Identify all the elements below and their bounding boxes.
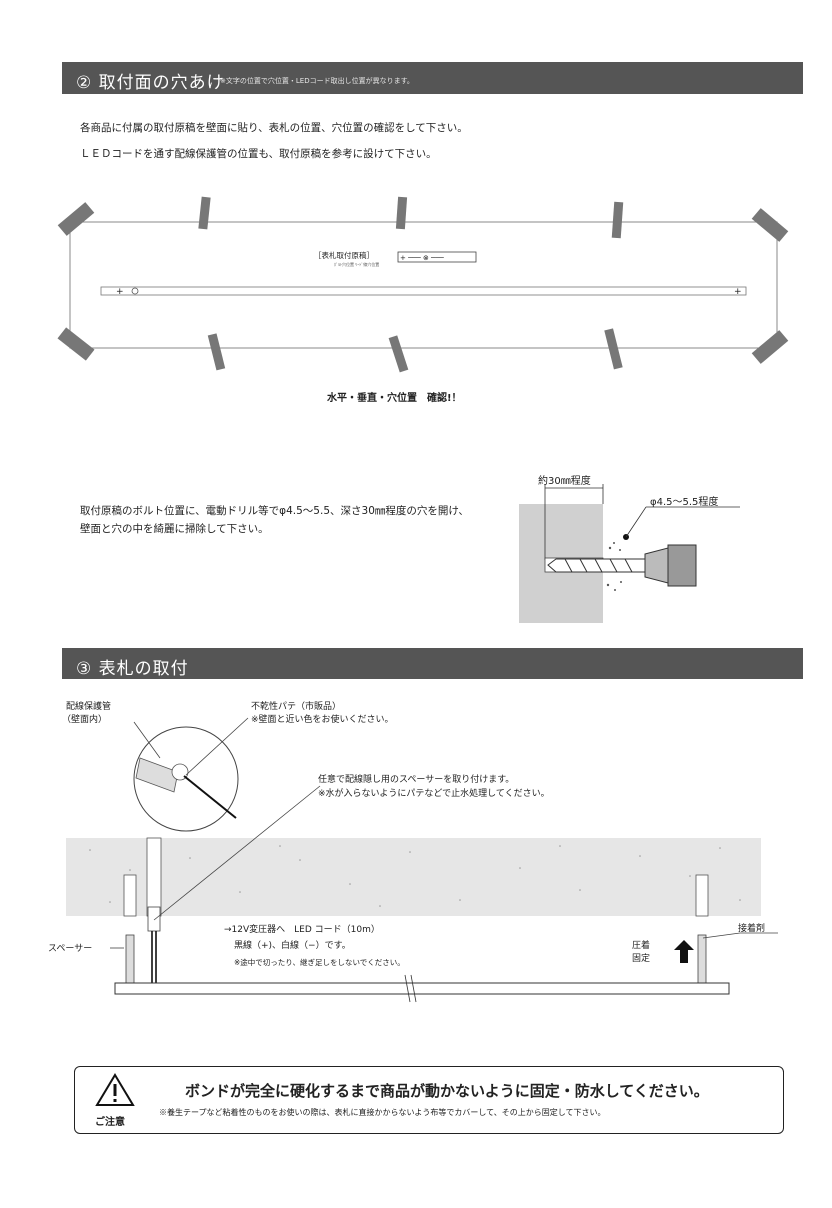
depth-label: 約30㎜程度 bbox=[538, 476, 591, 487]
cord-label-1: →12V変圧器へ LED コード（10m） bbox=[224, 925, 380, 935]
caution-detail: ※養生テープなど粘着性のものをお使いの際は、表札に直接かからないよう布等でカバー… bbox=[159, 1108, 606, 1117]
putty-label-2: ※壁面と近い色をお使いください。 bbox=[251, 715, 394, 725]
svg-text:+: + bbox=[116, 287, 124, 297]
warning-icon bbox=[95, 1073, 135, 1106]
section2-note: ※文字の位置で穴位置・LEDコード取出し位置が異なります。 bbox=[220, 77, 414, 85]
drill-line-2: 壁面と穴の中を綺麗に掃除して下さい。 bbox=[80, 523, 269, 535]
section2-header: ② 取付面の穴あけ ※文字の位置で穴位置・LEDコード取出し位置が異なります。 bbox=[62, 62, 803, 94]
instruction-line-2: ＬＥＤコードを通す配線保護管の位置も、取付原稿を参考に設けて下さい。 bbox=[80, 148, 437, 160]
svg-text:+ ─── ⊗ ───: + ─── ⊗ ─── bbox=[400, 254, 444, 262]
cord-label-3: ※途中で切ったり、継ぎ足しをしないでください。 bbox=[234, 958, 405, 967]
template-sub: ﾎﾞﾙﾄ穴位置 ﾘｰﾄﾞ線穴位置 bbox=[334, 262, 380, 267]
caution-box: ご注意 ボンドが完全に硬化するまで商品が動かないように固定・防水してください。 … bbox=[74, 1066, 784, 1134]
section2-title: ② 取付面の穴あけ bbox=[76, 73, 225, 93]
press-label-2: 固定 bbox=[632, 954, 651, 964]
spacer-note-1: 任意で配線隠し用のスペーサーを取り付けます。 bbox=[318, 775, 515, 785]
adhesive-label: 接着剤 bbox=[738, 924, 766, 934]
spacer-note-2: ※水が入らないようにパテなどで止水処理してください。 bbox=[318, 789, 550, 799]
putty-label-1: 不乾性パテ（市販品） bbox=[251, 702, 342, 712]
caution-headline: ボンドが完全に硬化するまで商品が動かないように固定・防水してください。 bbox=[185, 1082, 709, 1100]
conduit-label-2: （壁面内） bbox=[62, 715, 108, 725]
diameter-label: φ4.5〜5.5程度 bbox=[650, 497, 719, 508]
svg-text:+: + bbox=[734, 287, 742, 297]
conduit-label-1: 配線保護管 bbox=[66, 702, 112, 712]
spacer-label: スペーサー bbox=[48, 944, 93, 954]
section3-header: ③ 表札の取付 bbox=[62, 648, 803, 679]
press-label-1: 圧着 bbox=[632, 941, 651, 951]
instruction-line-1: 各商品に付属の取付原稿を壁面に貼り、表札の位置、穴位置の確認をして下さい。 bbox=[80, 122, 468, 134]
section3-title: ③ 表札の取付 bbox=[76, 659, 189, 679]
check-text: 水平・垂直・穴位置 確認!！ bbox=[327, 393, 462, 404]
caution-label: ご注意 bbox=[95, 1117, 125, 1128]
cord-label-2: 黒線（+)、白線（−）です。 bbox=[234, 941, 351, 951]
template-label: ［表札取付原稿］ bbox=[314, 251, 374, 260]
drill-line-1: 取付原稿のボルト位置に、電動ドリル等でφ4.5〜5.5、深さ30㎜程度の穴を開け… bbox=[80, 505, 469, 517]
